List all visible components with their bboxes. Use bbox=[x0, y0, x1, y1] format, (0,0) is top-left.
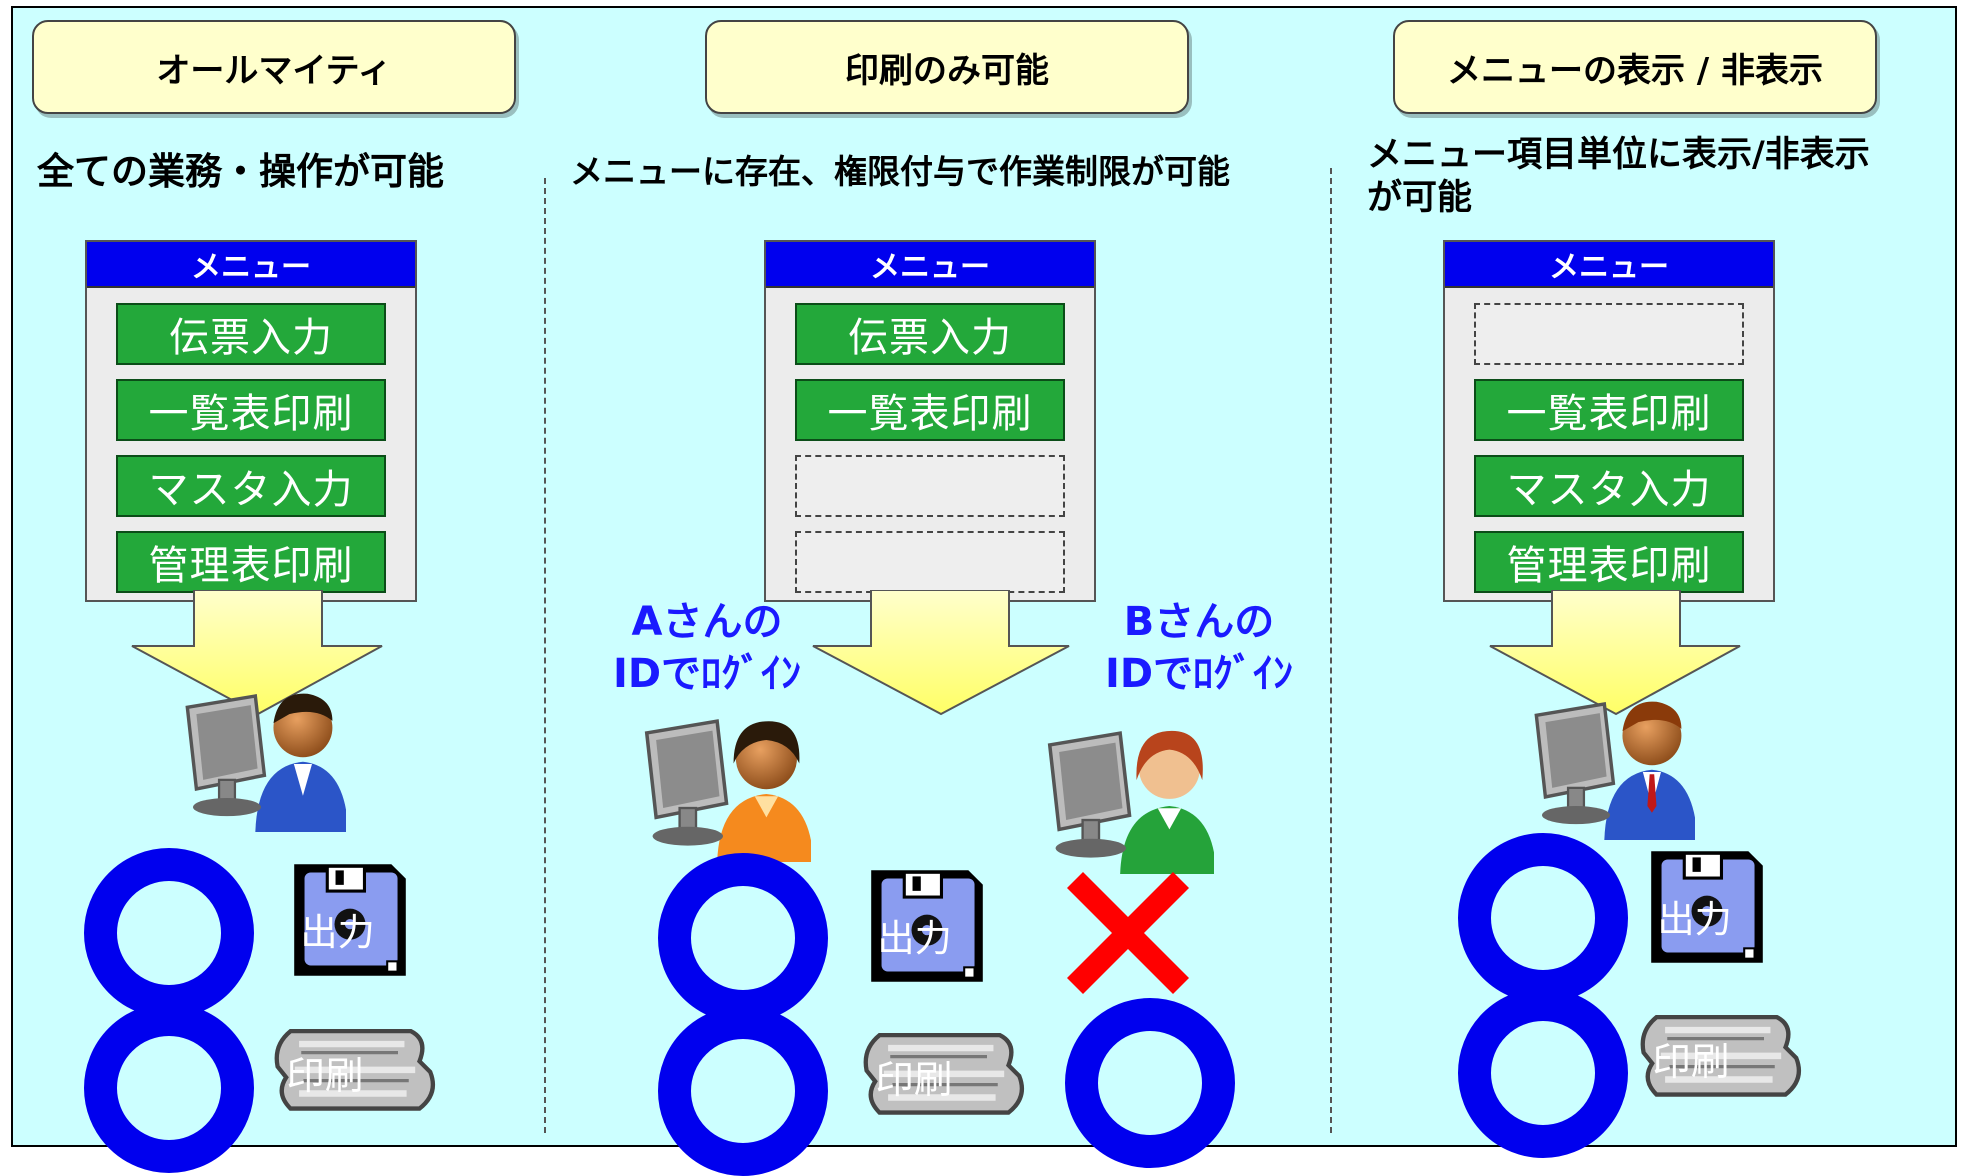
column-separator bbox=[1330, 168, 1332, 1133]
printer-paper-icon: 印刷 bbox=[269, 1018, 441, 1126]
user-b-login-label: Bさんの IDでﾛｸﾞｲﾝ bbox=[1089, 596, 1309, 700]
menu-item-list-print[interactable]: 一覧表印刷 bbox=[116, 379, 386, 441]
column-1-title: オールマイティ bbox=[156, 50, 392, 91]
user-at-computer-icon bbox=[1534, 701, 1695, 840]
column-2-header: 印刷のみ可能 bbox=[705, 20, 1189, 114]
floppy-disk-icon: 出力 bbox=[1649, 849, 1765, 965]
ok-circle-icon bbox=[84, 1003, 254, 1173]
user-a-login: IDでﾛｸﾞｲﾝ bbox=[612, 651, 802, 697]
menu-item-empty-slot bbox=[795, 531, 1065, 593]
down-arrow-icon bbox=[812, 590, 1070, 716]
printer-paper-icon: 印刷 bbox=[858, 1022, 1030, 1130]
user-b-at-computer-icon bbox=[1047, 730, 1214, 874]
down-arrow-icon bbox=[1489, 590, 1741, 716]
ok-circle-icon bbox=[658, 853, 828, 1023]
ng-cross-icon bbox=[1067, 872, 1189, 994]
down-arrow-icon bbox=[131, 590, 383, 716]
floppy-disk-icon: 出力 bbox=[292, 862, 408, 978]
user-b-login: IDでﾛｸﾞｲﾝ bbox=[1104, 651, 1294, 697]
column-3-header: メニューの表示 / 非表示 bbox=[1393, 20, 1877, 114]
output-label: 出力 bbox=[877, 916, 951, 960]
menu-item-slip-entry[interactable]: 伝票入力 bbox=[795, 303, 1065, 365]
menu-item-master-entry[interactable]: マスタ入力 bbox=[116, 455, 386, 517]
ok-circle-icon bbox=[1458, 988, 1628, 1158]
menu-item-management-print[interactable]: 管理表印刷 bbox=[1474, 531, 1744, 593]
menu-item-slip-entry[interactable]: 伝票入力 bbox=[116, 303, 386, 365]
column-3-description-line1: メニュー項目単位に表示/非表示 bbox=[1367, 135, 1870, 175]
menu-title: メニュー bbox=[87, 242, 415, 288]
menu-item-list-print[interactable]: 一覧表印刷 bbox=[1474, 379, 1744, 441]
column-3-description: メニュー項目単位に表示/非表示 が可能 bbox=[1367, 134, 1870, 220]
column-separator bbox=[544, 178, 546, 1133]
column-1-description: 全ての業務・操作が可能 bbox=[37, 150, 444, 193]
diagram-canvas: オールマイティ 全ての業務・操作が可能 メニュー 伝票入力 一覧表印刷 マスタ入… bbox=[11, 6, 1957, 1176]
column-3-menu-window: メニュー 一覧表印刷 マスタ入力 管理表印刷 bbox=[1443, 240, 1775, 602]
floppy-disk-icon: 出力 bbox=[869, 868, 985, 984]
printer-paper-icon: 印刷 bbox=[1635, 1004, 1807, 1112]
menu-title: メニュー bbox=[1445, 242, 1773, 288]
column-3-title: メニューの表示 / 非表示 bbox=[1446, 50, 1824, 91]
column-1-menu-window: メニュー 伝票入力 一覧表印刷 マスタ入力 管理表印刷 bbox=[85, 240, 417, 602]
user-a-at-computer-icon bbox=[644, 719, 811, 862]
print-label: 印刷 bbox=[875, 1058, 952, 1103]
menu-title: メニュー bbox=[766, 242, 1094, 288]
menu-item-management-print[interactable]: 管理表印刷 bbox=[116, 531, 386, 593]
column-2-description: メニューに存在、権限付与で作業制限が可能 bbox=[570, 152, 1230, 191]
user-a-login-label: Aさんの IDでﾛｸﾞｲﾝ bbox=[597, 596, 817, 700]
user-b-name: Bさんの bbox=[1123, 599, 1275, 645]
output-label: 出力 bbox=[300, 910, 374, 954]
print-label: 印刷 bbox=[1652, 1040, 1729, 1085]
print-label: 印刷 bbox=[286, 1054, 363, 1099]
column-2-title: 印刷のみ可能 bbox=[845, 50, 1049, 91]
user-at-computer-icon bbox=[185, 693, 346, 832]
user-a-name: Aさんの bbox=[631, 599, 783, 645]
menu-item-list-print[interactable]: 一覧表印刷 bbox=[795, 379, 1065, 441]
output-label: 出力 bbox=[1657, 897, 1731, 941]
ok-circle-icon bbox=[1065, 998, 1235, 1168]
column-2-menu-window: メニュー 伝票入力 一覧表印刷 bbox=[764, 240, 1096, 602]
menu-item-empty-slot bbox=[795, 455, 1065, 517]
column-1-header: オールマイティ bbox=[32, 20, 516, 114]
menu-item-master-entry[interactable]: マスタ入力 bbox=[1474, 455, 1744, 517]
column-3-description-line2: が可能 bbox=[1367, 178, 1473, 218]
ok-circle-icon bbox=[1458, 833, 1628, 1003]
menu-item-hidden-slot bbox=[1474, 303, 1744, 365]
ok-circle-icon bbox=[658, 1006, 828, 1176]
ok-circle-icon bbox=[84, 848, 254, 1018]
